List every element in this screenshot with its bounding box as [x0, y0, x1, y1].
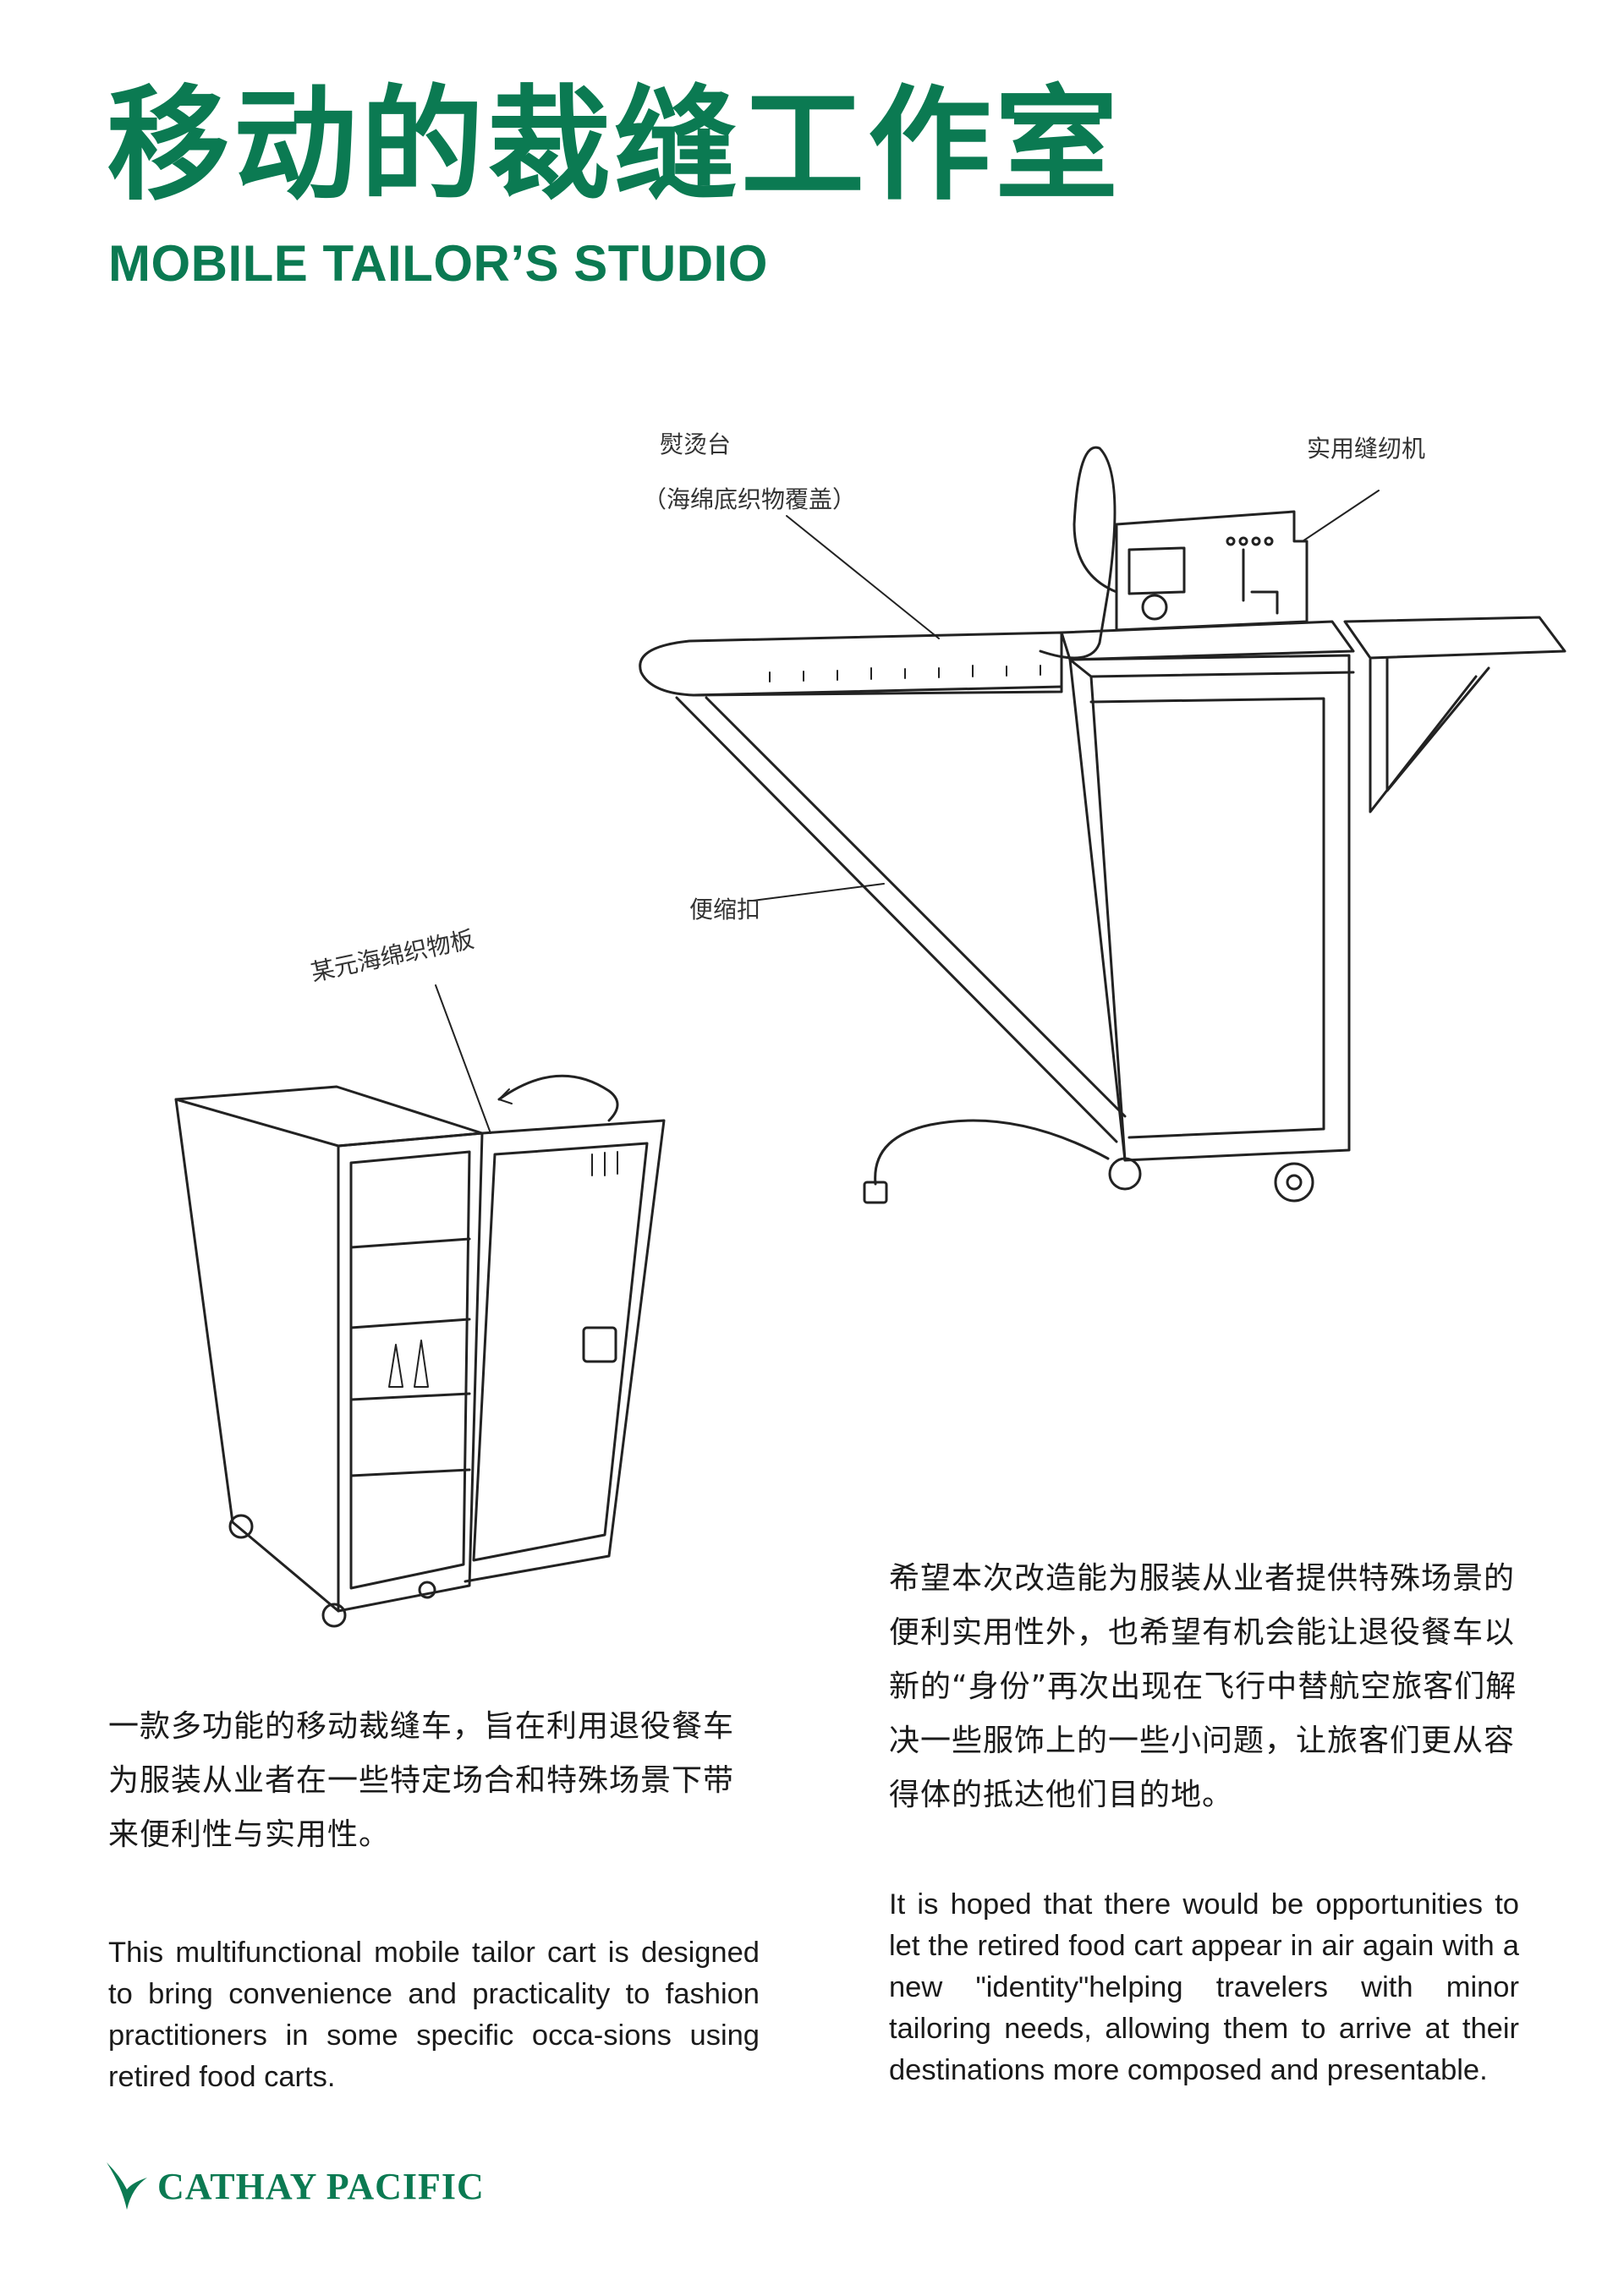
left-column-english-text: This multifunctional mobile tailor cart …: [108, 1937, 760, 2093]
annotation-hinge: 便缩扣: [689, 896, 760, 923]
brand-logo: CATHAY PACIFIC: [102, 2152, 485, 2220]
sewing-machine-drawing: [1039, 446, 1309, 660]
unfolded-cart-drawing: [639, 446, 1566, 1204]
page-title-english: MOBILE TAILOR’S STUDIO: [108, 235, 768, 292]
brushwing-logo-icon: [107, 2162, 147, 2210]
folded-cart-drawing: [174, 984, 666, 1628]
left-column-chinese-text: 一款多功能的移动裁缝车，旨在利用退役餐车为服装从业者在一些特定场合和特殊场景下带…: [108, 1709, 735, 1852]
right-column-chinese-text: 希望本次改造能为服装从业者提供特殊场景的便利实用性外，也希望有机会能让退役餐车以…: [889, 1561, 1517, 1812]
annotation-panel: 某元海绵织物板: [309, 925, 477, 987]
right-column-english-text: It is hoped that there would be opportun…: [889, 1888, 1519, 2086]
annotation-sewing-machine: 实用缝纫机: [1307, 435, 1425, 463]
brand-name: CATHAY PACIFIC: [157, 2165, 485, 2207]
page-title-chinese: 移动的裁缝工作室: [107, 74, 1122, 217]
annotation-ironing-board-note: （海绵底织物覆盖）: [643, 485, 856, 513]
annotation-ironing-board: 熨烫台: [660, 430, 731, 458]
